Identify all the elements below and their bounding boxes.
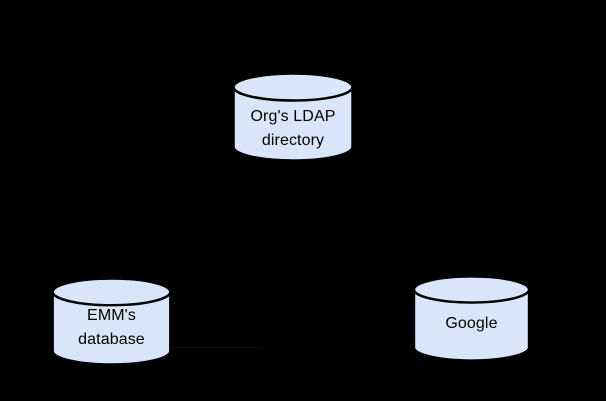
db-cylinder-emm-database: EMM's database xyxy=(50,277,173,366)
connector-line-emm-google xyxy=(170,347,262,348)
db-label-line: database xyxy=(78,331,145,348)
db-cylinder-google: Google xyxy=(411,275,532,362)
db-label-line: directory xyxy=(261,132,325,149)
db-label-line: Org's LDAP xyxy=(250,108,336,125)
database-cylinder-icon xyxy=(232,72,354,162)
database-cylinder-icon xyxy=(412,275,531,362)
database-cylinder-icon xyxy=(51,277,172,366)
db-label-org-ldap: Org's LDAP directory xyxy=(232,105,354,153)
db-label-emm-database: EMM's database xyxy=(50,304,173,352)
db-cylinder-org-ldap: Org's LDAP directory xyxy=(232,72,354,162)
db-label-line: EMM's xyxy=(87,307,136,324)
db-label-google: Google xyxy=(411,312,532,336)
db-label-line: Google xyxy=(445,315,498,332)
